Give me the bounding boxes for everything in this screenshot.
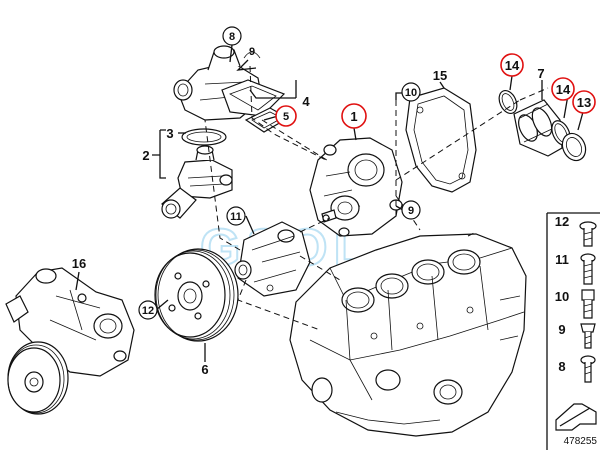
callout-bubble-11 [226,206,246,226]
callout-bubble-14-right [551,77,575,101]
seal-ring-13 [561,132,587,162]
callout-bubble-12 [138,300,158,320]
legend-label-8: 8 [558,359,565,374]
legend-label-9: 9 [558,322,565,337]
assembly-lines [204,65,549,331]
callout-bubble-5 [275,105,297,127]
screw-10-icon [581,289,595,319]
callout-10: 10 [405,87,417,99]
callout-bubble-10 [401,82,421,102]
callout-6: 6 [201,362,208,377]
callout-1: 1 [350,109,357,124]
legend-label-12: 12 [555,214,569,229]
callout-9-top-arc [243,51,261,59]
o-ring-14-left [498,90,518,114]
thermostat-housing-upper [173,45,286,121]
callout-16: 16 [72,256,86,271]
pump-gasket-15 [405,87,477,193]
legend-label-10: 10 [555,289,569,304]
callout-bubble-13 [572,90,596,114]
callout-7: 7 [537,66,544,81]
engine-block [289,233,527,437]
pulley-6 [154,248,239,342]
callout-5: 5 [283,111,289,123]
callout-bubble-1 [341,103,367,129]
pump-bracket-11 [234,221,311,297]
screw-12-icon [579,221,597,247]
callout-bubble-8 [222,26,242,46]
water-pump [309,137,403,237]
callout-14-right: 14 [556,82,571,97]
callout-bubble-9-pump [401,200,421,220]
callout-13: 13 [577,95,591,110]
callout-11: 11 [230,211,242,223]
callout-12: 12 [142,305,154,317]
fastener-legend: 12 11 10 9 8 [546,212,600,450]
callout-9-pump: 9 [408,205,414,217]
thermostat-housing-lower [161,128,233,219]
callout-bubble-14-left [500,53,524,77]
callout-15: 15 [433,68,447,83]
callout-8: 8 [229,31,235,43]
coolant-pipe-7 [513,99,563,157]
water-pump-assembly-16 [5,267,135,415]
callout-4: 4 [302,94,310,109]
legend-label-11: 11 [555,252,569,267]
callout-14-left: 14 [505,58,520,73]
arrow-icon [555,403,597,431]
screw-11-icon [580,253,596,285]
screw-9-icon [580,323,596,349]
callout-2: 2 [142,148,149,163]
callout-3: 3 [166,126,173,141]
screw-8-icon [580,355,596,383]
reference-number: 478255 [564,436,598,447]
